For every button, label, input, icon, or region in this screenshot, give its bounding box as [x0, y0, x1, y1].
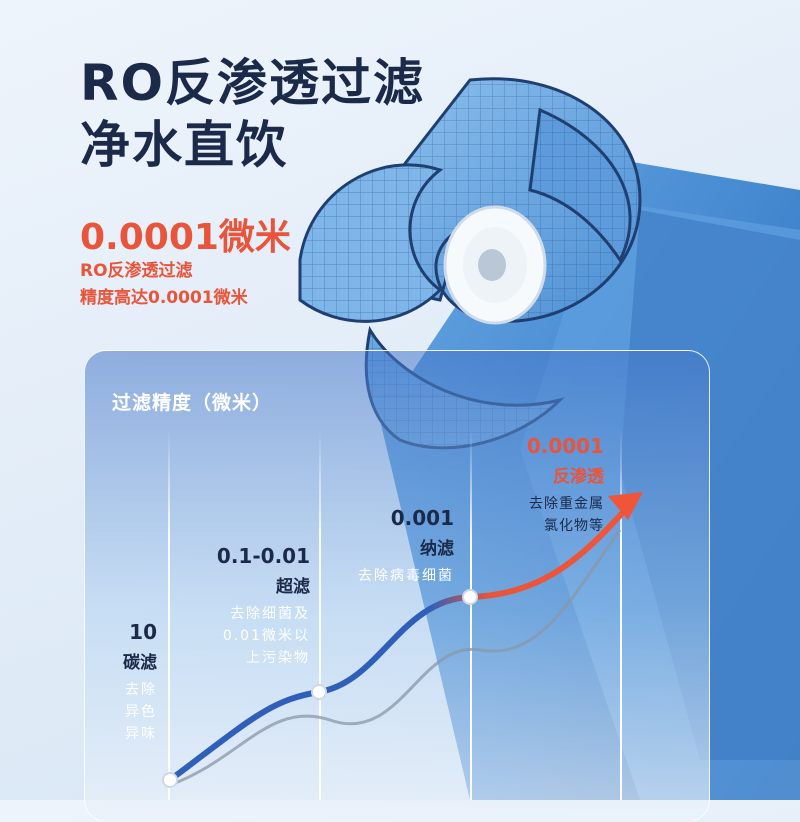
precision-description: RO反渗透过滤 精度高达0.0001微米	[80, 258, 248, 312]
stage-description: 去除重金属 氯化物等	[527, 493, 604, 537]
stage-point-nf	[462, 589, 478, 605]
shadow-curve	[169, 529, 622, 787]
stage-desc-line: 去除重金属	[529, 496, 604, 512]
stage-desc-line: 0.01微米以	[222, 628, 310, 644]
stage-divider-line	[470, 430, 472, 800]
precision-value: 0.0001微米	[80, 217, 291, 258]
stage-divider-line	[620, 430, 622, 800]
stage-value: 0.1-0.01	[216, 544, 310, 568]
hero-title-line2: 净水直饮	[80, 116, 288, 174]
stage-desc-line: 去除	[125, 682, 157, 698]
stage-desc-line: 去除病毒细菌	[358, 568, 454, 584]
stage-divider-line	[168, 430, 170, 800]
stage-desc-line: 上污染物	[246, 650, 310, 666]
stage-desc-line: 异味	[125, 726, 157, 742]
stage-value: 10	[129, 620, 157, 644]
hero-title: RO反渗透过滤 净水直饮	[80, 52, 425, 176]
stage-name: 碳滤	[123, 653, 157, 673]
main-curve	[167, 507, 628, 783]
stage-name: 反渗透	[553, 467, 604, 487]
stage-point-carbon	[162, 772, 178, 788]
stage-description: 去除 异色 异味	[123, 679, 157, 745]
panel-title: 过滤精度（微米）	[112, 392, 273, 414]
precision-desc-line1: RO反渗透过滤	[80, 261, 193, 281]
stage-reverse-osmosis: 0.0001 反渗透 去除重金属 氯化物等	[527, 434, 604, 537]
stage-name: 超滤	[276, 577, 310, 597]
stage-name: 纳滤	[420, 539, 454, 559]
stage-value: 0.0001	[526, 434, 604, 458]
stage-description: 去除病毒细菌	[358, 565, 454, 587]
precision-panel	[84, 350, 710, 822]
stage-desc-line: 去除细菌及	[230, 606, 310, 622]
stage-ultrafiltration: 0.1-0.01 超滤 去除细菌及 0.01微米以 上污染物	[217, 544, 310, 669]
stage-value: 0.001	[390, 506, 454, 530]
hero-title-line1: RO反渗透过滤	[80, 54, 426, 112]
stage-carbon: 10 碳滤 去除 异色 异味	[123, 620, 157, 745]
stage-point-uf	[311, 684, 327, 700]
precision-desc-line2: 精度高达0.0001微米	[80, 288, 248, 308]
precision-curve	[162, 492, 643, 788]
stage-desc-line: 氯化物等	[544, 518, 604, 534]
curve-arrowhead	[608, 492, 643, 520]
stage-divider-line	[319, 430, 321, 800]
stage-description: 去除细菌及 0.01微米以 上污染物	[217, 603, 310, 669]
stage-desc-line: 异色	[125, 704, 157, 720]
stage-nanofiltration: 0.001 纳滤 去除病毒细菌	[358, 506, 454, 587]
